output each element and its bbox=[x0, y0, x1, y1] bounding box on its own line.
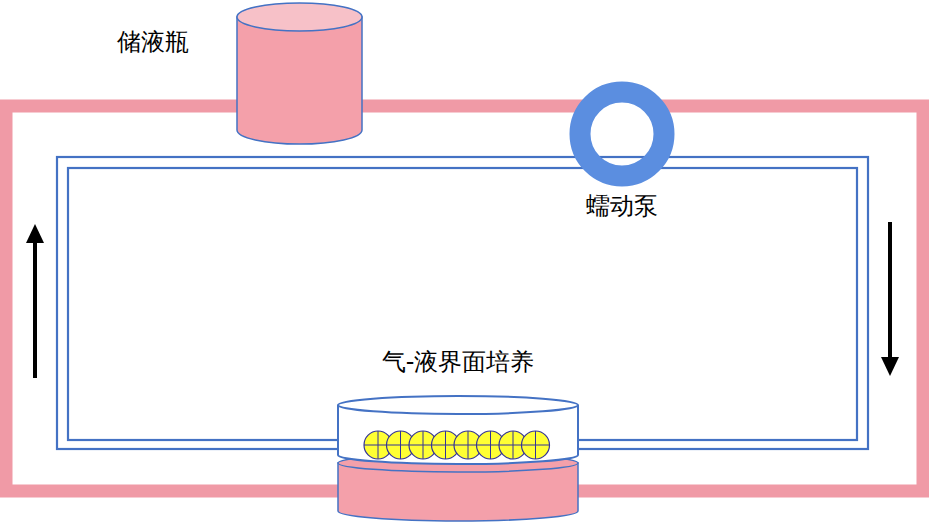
reservoir-bottle-shape bbox=[232, 0, 367, 148]
peristaltic-pump: 蠕动泵 bbox=[568, 80, 676, 188]
tubing-connector bbox=[362, 106, 580, 107]
culture-dish: 气-液界面培养 bbox=[336, 393, 580, 523]
flow-arrow-up bbox=[26, 224, 44, 378]
node-label: 蠕动泵 bbox=[586, 192, 658, 221]
tubing-connector bbox=[6, 106, 338, 491]
inner-channel-outer bbox=[57, 157, 868, 449]
inner-channel-inner bbox=[68, 168, 857, 440]
culture-dish-shape bbox=[336, 393, 580, 523]
node-label: 储液瓶 bbox=[117, 28, 189, 57]
tubing-connector bbox=[578, 106, 923, 491]
peristaltic-pump-shape bbox=[568, 80, 676, 188]
flow-arrow-down bbox=[881, 222, 899, 376]
node-label: 气-液界面培养 bbox=[382, 348, 535, 377]
reservoir-bottle: 储液瓶 bbox=[232, 0, 367, 148]
